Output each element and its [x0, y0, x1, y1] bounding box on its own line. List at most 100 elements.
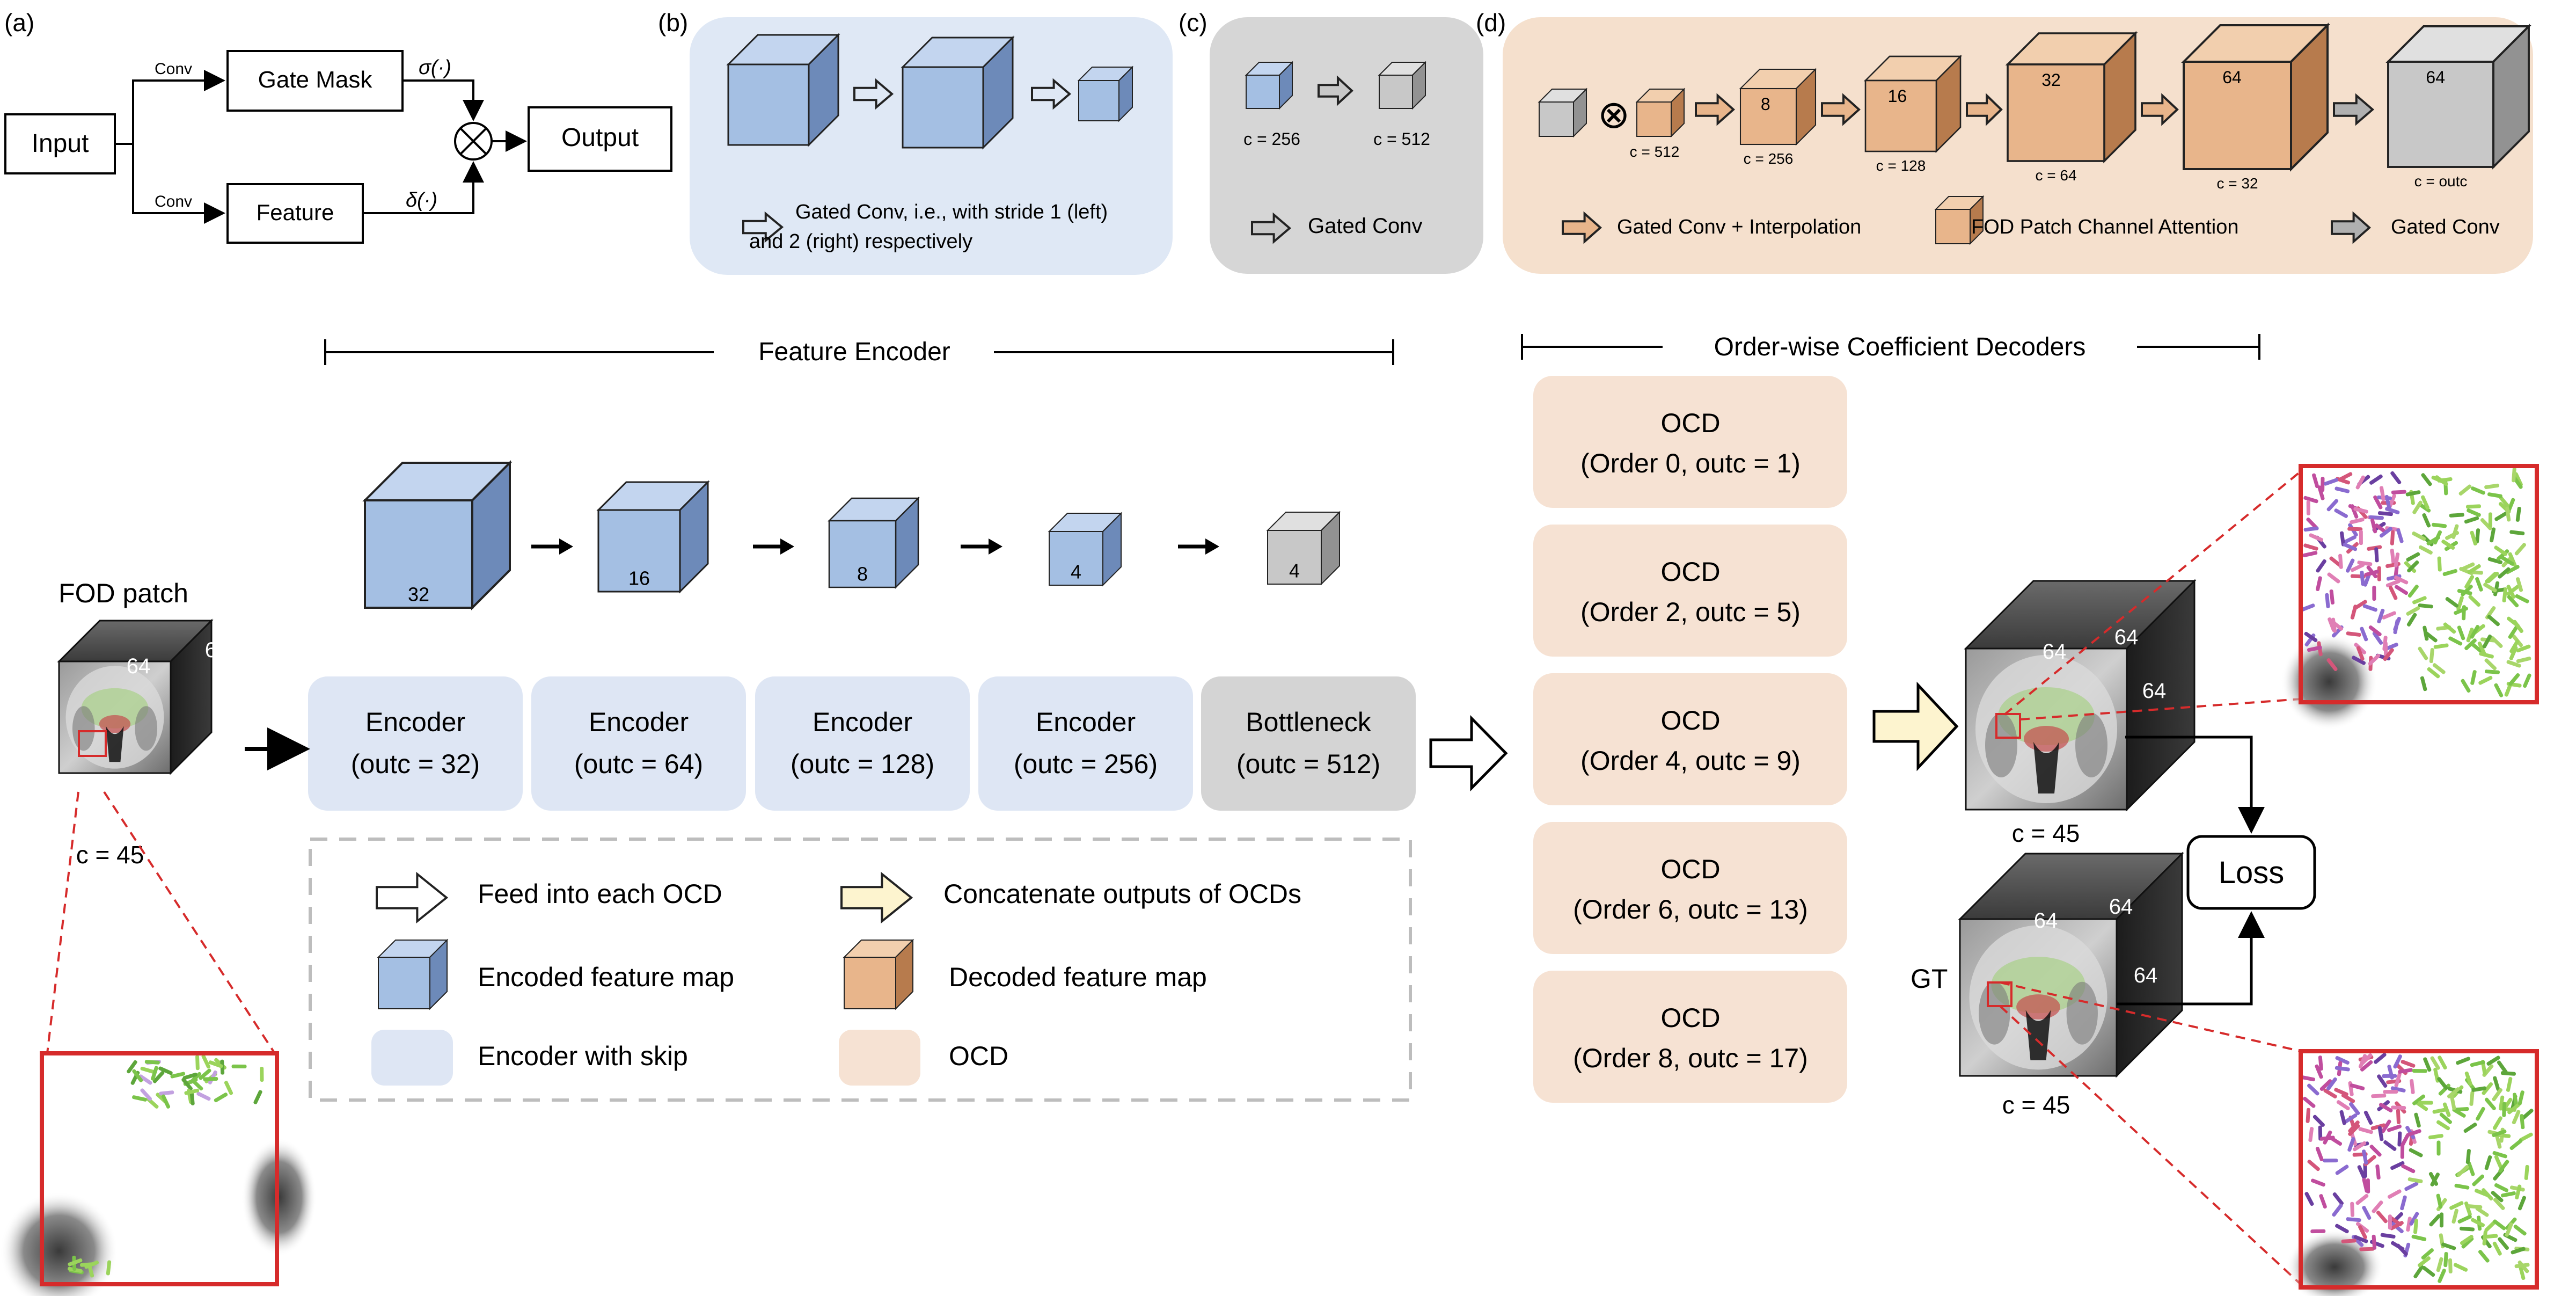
- panel-d-channel-label-4: c = 32: [2216, 175, 2258, 192]
- input-zoom-inset: [0, 1051, 317, 1296]
- panel-c-caption: Gated Conv: [1308, 214, 1422, 238]
- input-fod-patch-cube: [57, 618, 214, 775]
- legend-ocd-swatch: [839, 1030, 920, 1086]
- gt-label: GT: [1911, 964, 1948, 994]
- encoder-block-outc-3: (outc = 128): [791, 749, 934, 779]
- input-patch-title: FOD patch: [58, 578, 188, 608]
- output-zoom-marker: [1995, 713, 2021, 739]
- panel-c-c-in: c = 256: [1243, 129, 1300, 149]
- panel-d-cube-2: 16: [1863, 54, 1963, 154]
- panel-b: (b) Gated Conv, i.e., with stride 1 (lef…: [658, 9, 1173, 275]
- output-patch-dim-c: 64: [2142, 679, 2167, 703]
- loss-box: [2186, 835, 2316, 910]
- gt-zoom-marker: [1987, 981, 2012, 1007]
- delta-label: δ(·): [406, 189, 437, 212]
- ocd-name-1: OCD: [1660, 408, 1720, 438]
- panel-d-cube-label-3: 32: [2041, 70, 2061, 90]
- encoder-block-5: Bottleneck(outc = 512): [1201, 676, 1416, 811]
- output-patch-cube: [1964, 579, 2197, 812]
- panel-d-interp-arrow-1: [1821, 93, 1861, 126]
- encoder-block-outc-1: (outc = 32): [351, 749, 480, 779]
- encoder-block-outc-4: (outc = 256): [1014, 749, 1158, 779]
- ocd-detail-2: (Order 2, outc = 5): [1580, 597, 1801, 627]
- panel-b-cube-1: [726, 33, 840, 147]
- gt-patch-channels: c = 45: [2002, 1091, 2070, 1119]
- panel-b-gated-conv-arrow-2: [1031, 78, 1072, 110]
- conv-bottom-connector: [132, 144, 225, 224]
- panel-d-cube-3: 32: [2005, 31, 2138, 164]
- gt-patch-dim-b: 64: [2109, 895, 2133, 919]
- ocd-block-2: OCD(Order 2, outc = 5): [1533, 525, 1847, 657]
- legend-feed-arrow: [376, 871, 449, 924]
- input-patch: FOD patch 64 64 64 c = 45: [0, 578, 317, 1296]
- panel-d-legend-gated: Gated Conv: [2391, 216, 2500, 238]
- panel-label-d: (d): [1476, 9, 1506, 37]
- panel-c-cube-out: [1378, 61, 1427, 110]
- encoder-cube-3: 8: [828, 497, 920, 589]
- gt-patch: GT 64 64 64 c = 45: [1911, 851, 2184, 1119]
- sigma-label: σ(·): [419, 56, 451, 79]
- ocd-detail-1: (Order 0, outc = 1): [1580, 448, 1801, 478]
- ocd-detail-4: (Order 6, outc = 13): [1573, 894, 1808, 924]
- legend-feed: Feed into each OCD: [478, 879, 722, 909]
- panel-d-cube-label-2: 16: [1888, 86, 1907, 106]
- encoder-cube-5: 4: [1266, 511, 1341, 586]
- legend-decoded: Decoded feature map: [949, 962, 1207, 992]
- panel-d-legend-attention: FOD Patch Channel Attention: [1971, 216, 2239, 238]
- panel-d-interp-arrow-2: [1966, 93, 2003, 126]
- legend-concat-arrow: [840, 871, 913, 924]
- feature-connector: [363, 161, 484, 214]
- decoders: Order-wise Coefficient Decoders OCD(Orde…: [1521, 333, 2260, 1103]
- panel-d-cube-4: 64: [2181, 23, 2330, 172]
- input-patch-dim-b: 64: [205, 638, 229, 662]
- panel-label-b: (b): [658, 9, 688, 37]
- panel-d-attention-cube: [1635, 88, 1686, 138]
- encoder-block-4: Encoder(outc = 256): [978, 676, 1193, 811]
- feed-into-ocd-arrow: [1429, 715, 1508, 792]
- gate-mask-label: Gate Mask: [258, 67, 373, 93]
- ocd-block-4: OCD (Order 6, outc = 13): [1533, 822, 1847, 954]
- encoder-block-3: Encoder (outc = 128): [755, 676, 970, 811]
- encoder-block-name-3: Encoder: [813, 707, 912, 737]
- output-patch-dim-a: 64: [2043, 640, 2067, 664]
- legend-encoder-skip-swatch: [371, 1030, 453, 1086]
- encoder-cube-4-label: 4: [1071, 560, 1081, 583]
- panel-b-legend-arrow: [742, 211, 784, 243]
- gt-patch-cube: [1958, 851, 2184, 1078]
- legend-frame: [309, 838, 1412, 1102]
- ocd-name-4: OCD: [1660, 854, 1720, 884]
- encoder-block-name-1: Encoder: [365, 707, 465, 737]
- encoder-cube-5-label: 4: [1289, 559, 1300, 581]
- input-zoom-marker: [78, 730, 107, 757]
- concat-arrow: [1872, 681, 1959, 771]
- feature-label: Feature: [257, 200, 334, 225]
- output-patch-channels: c = 45: [2012, 819, 2080, 847]
- panel-d-cube-5: 64: [2385, 24, 2531, 170]
- input-patch-dim-c: 64: [233, 706, 258, 730]
- ocd-detail-5: (Order 8, outc = 17): [1573, 1043, 1808, 1073]
- panel-d-channel-label-3: c = 64: [2035, 167, 2076, 184]
- panel-d-channel-label-0: c = 512: [1630, 143, 1680, 160]
- panel-c-gated-conv-arrow: [1318, 75, 1353, 106]
- panel-d-cube-label-4: 64: [2222, 68, 2242, 87]
- legend-encoded: Encoded feature map: [478, 962, 734, 992]
- encoder-cube-1-label: 32: [408, 583, 429, 605]
- gt-zoom-inset: [2286, 1049, 2539, 1296]
- feature-encoder-title: Feature Encoder: [758, 338, 950, 366]
- panel-b-cube-2: [901, 35, 1015, 150]
- panel-d-channel-label-5: c = outc: [2414, 173, 2468, 190]
- panel-c-legend-arrow: [1251, 212, 1292, 244]
- ocd-block-3: OCD(Order 4, outc = 9): [1533, 673, 1847, 805]
- encoder-block-name-2: Encoder: [589, 707, 689, 737]
- loss-label: Loss: [2219, 855, 2285, 890]
- encoder-block-2: Encoder(outc = 64): [531, 676, 746, 811]
- loss: Loss: [2117, 736, 2316, 1006]
- ocd-name-5: OCD: [1660, 1003, 1720, 1033]
- output-label: Output: [561, 123, 639, 152]
- encoder-block-outc-5: (outc = 512): [1236, 749, 1380, 779]
- conv-top-label: Conv: [155, 60, 192, 78]
- gt-patch-dim-a: 64: [2034, 909, 2058, 933]
- panel-c-c-out: c = 512: [1373, 129, 1430, 149]
